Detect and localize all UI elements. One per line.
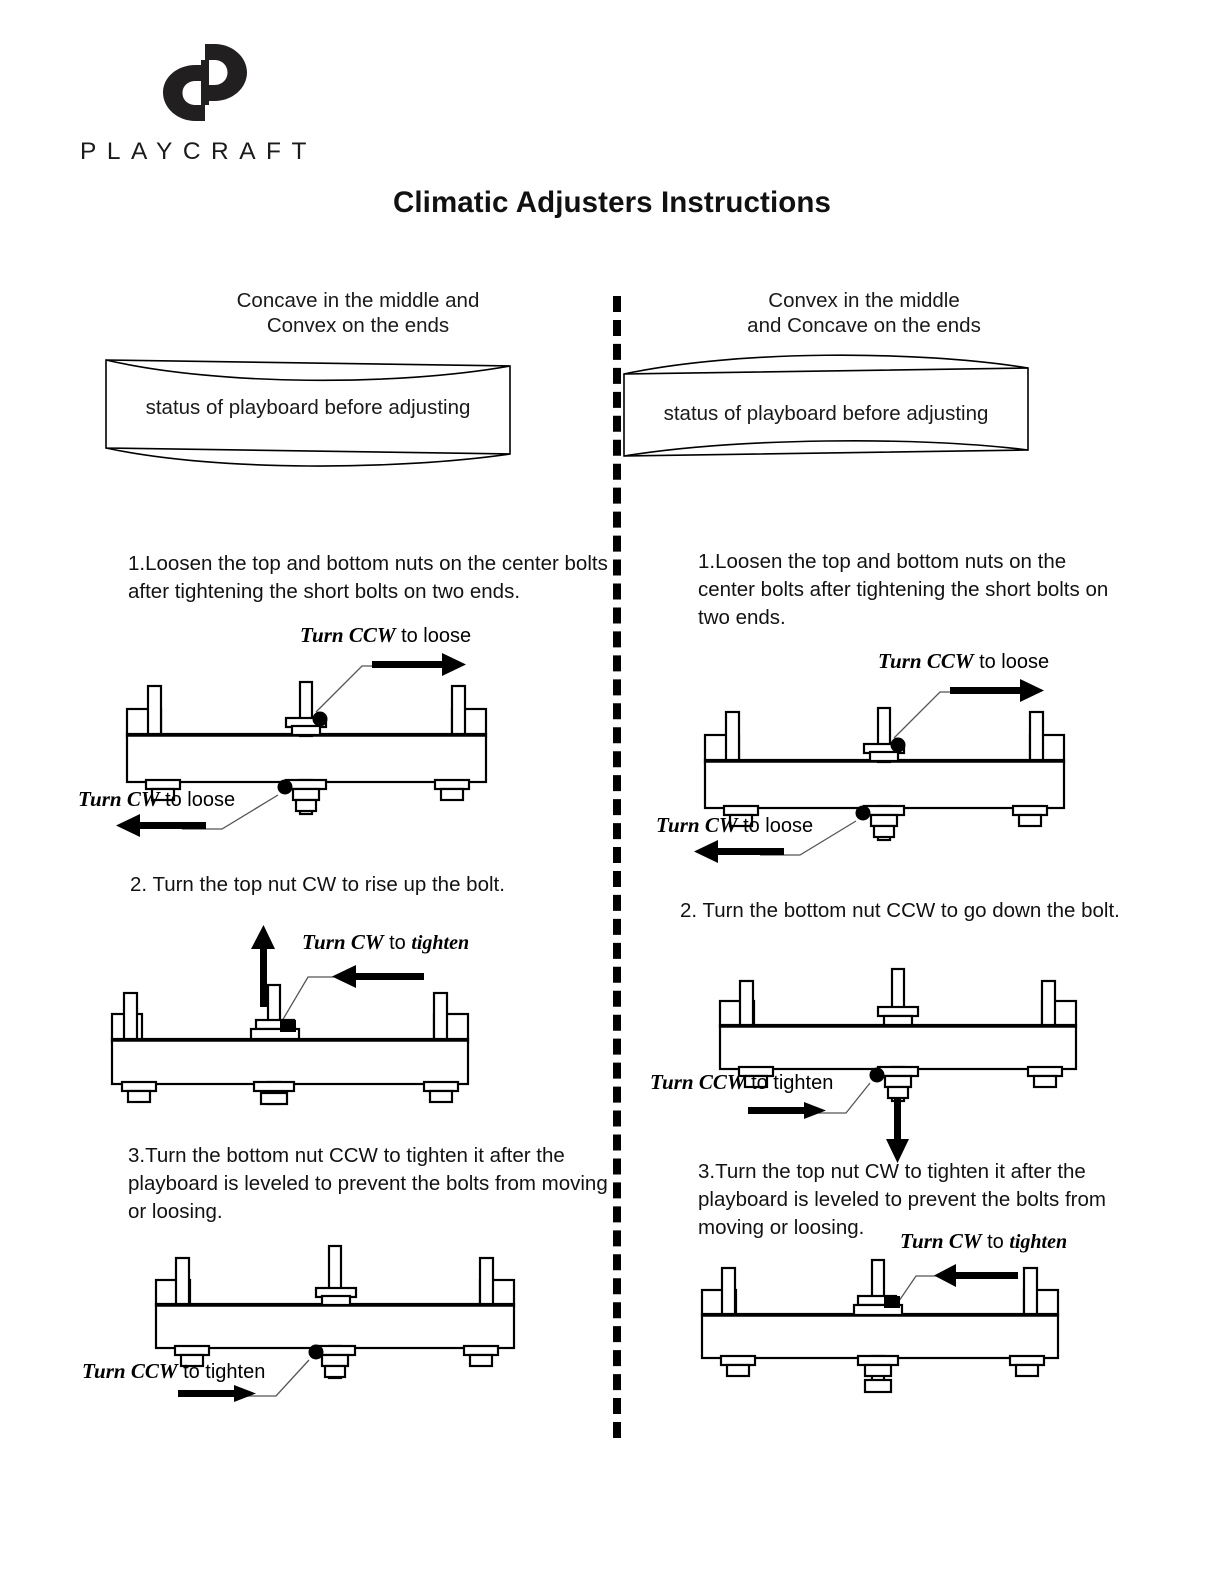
step-1-top-label-plain-left: to loose — [396, 625, 472, 647]
step-3-body-left: Turn the bottom nut CCW to tighten it af… — [128, 1144, 608, 1223]
rail-assembly-left-3 — [154, 1244, 516, 1380]
column-divider — [613, 296, 621, 1438]
step-3-label-plain-left: to tighten — [178, 1361, 266, 1383]
step-2-text-right: 2. Turn the bottom nut CCW to go down th… — [680, 897, 1124, 925]
heading-line-1: Concave in the middle and — [236, 289, 480, 312]
svg-text:Turn CW to tighten: Turn CW to tighten — [900, 1229, 1067, 1253]
svg-text:Turn CCW to loose: Turn CCW to loose — [878, 649, 1049, 673]
step-1-top-label-plain-right: to loose — [974, 651, 1050, 673]
arrow-left-bottom-right — [694, 840, 784, 863]
step-3-label-plain-right: to — [982, 1231, 1010, 1253]
column-left: Concave in the middle and Convex on the … — [78, 288, 618, 1402]
rail-assembly-right-2 — [718, 967, 1078, 1103]
step-1-bottom-label-strong-left: Turn CW — [78, 787, 161, 811]
step-2-label-italic-left: tighten — [411, 932, 469, 954]
step-1-figure-right: Turn CCW to loose — [650, 640, 1124, 865]
playboard-status-figure-left: status of playboard before adjusting — [98, 352, 618, 468]
step-1-text-left: 1.Loosen the top and bottom nuts on the … — [128, 550, 618, 606]
step-3-label-strong-left: Turn CCW — [82, 1359, 179, 1383]
step-2-label-plain-right: to tighten — [746, 1072, 834, 1094]
playboard-status-figure-right: status of playboard before adjusting — [616, 352, 1124, 468]
playcraft-cp-monogram-icon — [163, 44, 247, 121]
column-right: Convex in the middle and Concave on the … — [604, 288, 1124, 1404]
step-2-number-right: 2. — [680, 899, 698, 922]
svg-text:Turn CCW to loose: Turn CCW to loose — [300, 623, 471, 647]
step-1-bottom-label-plain-right: to loose — [738, 815, 814, 837]
arrow-right-step3-left — [178, 1385, 256, 1402]
svg-text:Turn CW to loose: Turn CW to loose — [656, 813, 813, 837]
step-2-number-left: 2. — [130, 873, 148, 896]
column-right-heading: Convex in the middle and Concave on the … — [649, 288, 1079, 338]
svg-text:Turn CW to tighten: Turn CW to tighten — [302, 930, 469, 954]
arrow-left-step3-right — [934, 1264, 1018, 1287]
step-1-body-right: Loosen the top and bottom nuts on the ce… — [698, 550, 1109, 629]
step-1-bottom-label-plain-left: to loose — [160, 789, 236, 811]
step-3-number-right: 3. — [698, 1160, 716, 1183]
rail-assembly-right-1 — [703, 706, 1066, 842]
svg-text:Turn CCW to tighten: Turn CCW to tighten — [82, 1359, 265, 1383]
rail-assembly-left-1 — [125, 680, 488, 816]
step-1-text-right: 1.Loosen the top and bottom nuts on the … — [698, 548, 1124, 632]
step-2-figure-left: Turn CW to tighten — [110, 921, 618, 1106]
step-2-label-plain-left: to — [384, 932, 412, 954]
arrow-right-top-right — [950, 679, 1044, 702]
column-left-heading: Concave in the middle and Convex on the … — [143, 288, 573, 338]
playboard-caption-left: status of playboard before adjusting — [146, 396, 471, 419]
step-3-text-right: 3.Turn the top nut CW to tighten it afte… — [698, 1158, 1124, 1242]
step-3-label-strong-right: Turn CW — [900, 1229, 983, 1253]
step-3-number-left: 3. — [128, 1144, 146, 1167]
playboard-caption-right: status of playboard before adjusting — [664, 402, 989, 425]
step-3-body-right: Turn the top nut CW to tighten it after … — [698, 1160, 1106, 1239]
step-1-number-left: 1. — [128, 552, 146, 575]
svg-text:Turn CW to loose: Turn CW to loose — [78, 787, 235, 811]
arrow-right-step2-right — [748, 1102, 826, 1119]
rail-assembly-left-2 — [110, 983, 470, 1106]
step-1-bottom-label-strong-right: Turn CW — [656, 813, 739, 837]
heading-line-1: Convex in the middle — [768, 289, 960, 312]
step-2-figure-right: Turn CCW to tighten — [650, 949, 1124, 1163]
step-2-body-right: Turn the bottom nut CCW to go down the b… — [702, 899, 1120, 922]
brand-wordmark: PLAYCRAFT — [80, 138, 317, 165]
step-2-text-left: 2. Turn the top nut CW to rise up the bo… — [130, 871, 618, 899]
step-3-figure-left: Turn CCW to tighten — [76, 1238, 618, 1402]
brand-block: PLAYCRAFT — [80, 44, 380, 166]
step-3-figure-right: Turn CW to tighten — [650, 1224, 1124, 1404]
step-2-label-strong-left: Turn CW — [302, 930, 385, 954]
heading-line-2: and Concave on the ends — [747, 314, 981, 337]
step-3-label-italic-right: tighten — [1009, 1231, 1067, 1253]
step-1-number-right: 1. — [698, 550, 716, 573]
arrow-right-top-left — [372, 653, 466, 676]
arrow-left-step2-left — [332, 965, 424, 988]
step-1-top-label-strong-right: Turn CCW — [878, 649, 975, 673]
arrow-up-left — [251, 925, 275, 1007]
heading-line-2: Convex on the ends — [266, 314, 450, 337]
step-1-top-label-strong-left: Turn CCW — [300, 623, 397, 647]
step-2-label-strong-right: Turn CCW — [650, 1070, 747, 1094]
step-1-body-left: Loosen the top and bottom nuts on the ce… — [128, 552, 608, 603]
page-title: Climatic Adjusters Instructions — [392, 186, 832, 219]
svg-text:Turn CCW to tighten: Turn CCW to tighten — [650, 1070, 833, 1094]
step-2-body-left: Turn the top nut CW to rise up the bolt. — [152, 873, 505, 896]
step-1-figure-left: Turn CCW to loose — [72, 614, 618, 839]
step-3-text-left: 3.Turn the bottom nut CCW to tighten it … — [128, 1142, 618, 1226]
arrow-down-right — [886, 1097, 909, 1163]
arrow-left-bottom-left — [116, 814, 206, 837]
rail-assembly-right-3 — [700, 1258, 1060, 1394]
